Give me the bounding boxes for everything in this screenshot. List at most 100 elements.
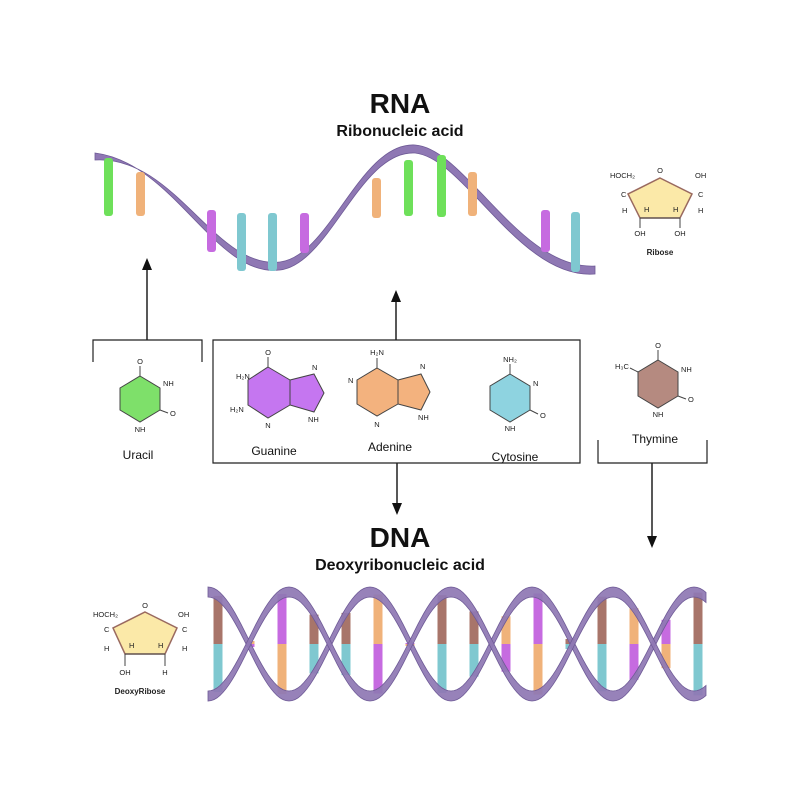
deoxyribose-atom: H: [162, 668, 167, 677]
deoxyribose-atom: OH: [119, 668, 130, 677]
deoxyribose-atom: HOCH₂: [93, 610, 118, 619]
ribose-structure: O HOCH₂ OH C C H H H H OH OH Ribose: [610, 166, 706, 257]
rna-base-rung: [437, 155, 446, 217]
cytosine-atom: NH: [505, 424, 516, 433]
uracil-atom: NH: [135, 425, 146, 434]
thymine-atom: NH: [653, 410, 664, 419]
guanine-atom: NH: [308, 415, 319, 424]
ribose-atom: H: [673, 205, 678, 214]
rna-base-rung: [207, 210, 216, 252]
arrow-up-icon: [142, 258, 152, 340]
deoxyribose-ring: [112, 611, 178, 655]
adenine-atom: N: [348, 376, 353, 385]
rna-strand: [94, 144, 596, 275]
thymine-bracket: [597, 440, 708, 464]
deoxyribose-atom: O: [142, 601, 148, 610]
ribose-atom: H: [698, 206, 703, 215]
uracil-atom: O: [170, 409, 176, 418]
dna-base-half: [629, 608, 639, 644]
dna-base-half: [309, 644, 319, 674]
dna-base-half: [661, 619, 671, 644]
guanine-atom: N: [312, 363, 317, 372]
dna-base-half: [437, 595, 447, 644]
thymine-label: Thymine: [632, 432, 678, 446]
rna-backbone: [94, 144, 596, 275]
rna-base-rung: [300, 213, 309, 253]
guanine-atom: N: [265, 421, 270, 430]
ribose-atom: C: [698, 190, 704, 199]
dna-base-half: [341, 644, 351, 676]
guanine-atom: O: [265, 348, 271, 357]
cytosine-atom: O: [540, 411, 546, 420]
dna-backbone-strand: [207, 586, 707, 702]
adenine-atom: NH: [418, 413, 429, 422]
cytosine-structure: NH₂ N O NH Cytosine: [489, 355, 546, 464]
guanine-atom: H₂N: [230, 405, 244, 414]
dna-base-half: [693, 644, 703, 696]
rna-base-rung: [404, 160, 413, 216]
dna-base-half: [373, 594, 383, 644]
dna-base-half: [501, 616, 511, 644]
rna-base-rung: [541, 210, 550, 252]
ribose-atom: O: [657, 166, 663, 175]
ribose-atom: H: [622, 206, 627, 215]
dna-title: DNA: [370, 522, 431, 553]
arrow-up-icon: [391, 290, 401, 340]
rna-subtitle: Ribonucleic acid: [336, 123, 463, 140]
adenine-structure: H₂N N N N NH Adenine: [348, 348, 431, 454]
dna-base-half: [597, 644, 607, 692]
adenine-atom: H₂N: [370, 348, 384, 357]
deoxyribose-atom: C: [182, 625, 188, 634]
dna-base-half: [277, 644, 287, 695]
dna-backbone-strand: [207, 586, 707, 702]
deoxyribose-atom: H: [129, 641, 134, 650]
thymine-structure: O H₃C NH O NH Thymine: [615, 341, 694, 446]
ribose-atom: C: [621, 190, 627, 199]
dna-base-half: [693, 592, 703, 644]
deoxyribose-atom: H: [158, 641, 163, 650]
deoxyribose-label: DeoxyRibose: [115, 687, 166, 696]
rna-base-rung: [237, 213, 246, 271]
thymine-atom: O: [655, 341, 661, 350]
dna-base-half: [501, 644, 511, 672]
cytosine-atom: N: [533, 379, 538, 388]
deoxyribose-structure: O HOCH₂ OH C C H H H H OH H DeoxyRibose: [93, 601, 189, 696]
dna-base-half: [661, 644, 671, 669]
dna-base-half: [629, 644, 639, 680]
uracil-structure: O NH O NH Uracil: [119, 357, 176, 462]
deoxyribose-atom: OH: [178, 610, 189, 619]
rna-base-rung: [372, 178, 381, 218]
thymine-atom: H₃C: [615, 362, 629, 371]
ribose-atom: OH: [695, 171, 706, 180]
dna-base-half: [533, 593, 543, 644]
thymine-atom: O: [688, 395, 694, 404]
ribose-atom: H: [644, 205, 649, 214]
dna-base-half: [469, 611, 479, 644]
ribose-ring: [626, 177, 694, 219]
arrow-down-icon: [392, 463, 402, 515]
dna-subtitle: Deoxyribonucleic acid: [315, 557, 485, 574]
uracil-atom: NH: [163, 379, 174, 388]
rna-base-rung: [104, 158, 113, 216]
deoxyribose-atom: C: [104, 625, 110, 634]
cytosine-label: Cytosine: [492, 450, 539, 464]
guanine-structure: O H₂N H₂N N N NH Guanine: [230, 348, 325, 458]
ribose-atom: OH: [634, 229, 645, 238]
thymine-atom: NH: [681, 365, 692, 374]
arrow-down-icon: [647, 463, 657, 548]
rna-base-rung: [136, 172, 145, 216]
adenine-label: Adenine: [368, 440, 412, 454]
adenine-atom: N: [420, 362, 425, 371]
guanine-atom: H₂N: [236, 372, 250, 381]
uracil-bracket: [92, 339, 203, 362]
rna-base-rung: [571, 212, 580, 272]
deoxyribose-atom: H: [104, 644, 109, 653]
deoxyribose-atom: H: [182, 644, 187, 653]
dna-base-half: [597, 596, 607, 644]
guanine-label: Guanine: [251, 444, 297, 458]
dna-base-half: [373, 644, 383, 694]
uracil-atom: O: [137, 357, 143, 366]
ribose-label: Ribose: [647, 248, 674, 257]
